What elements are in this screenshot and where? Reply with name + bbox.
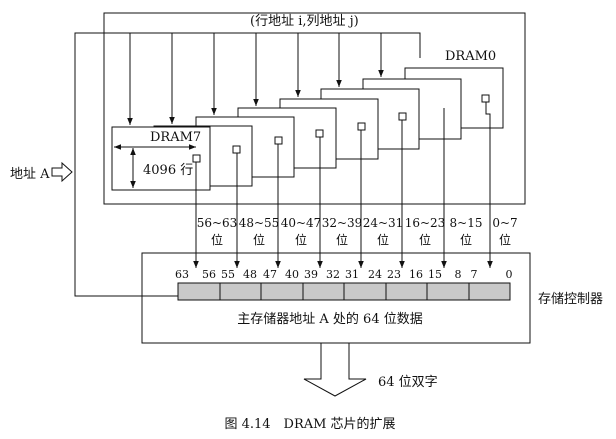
supercell-marker [315, 129, 324, 138]
chip-label-dram0: DRAM0 [445, 49, 496, 64]
output-label: 64 位双字 [378, 375, 438, 390]
bit-number: 23 [387, 268, 401, 281]
bit-group-labels: 56~63 位 48~55 位 40~47 位 32~39 位 24~31 位 … [197, 216, 518, 247]
data-lines [193, 102, 493, 268]
register-byte-cell [260, 282, 304, 301]
bit-group-unit: 位 [460, 232, 472, 247]
address-input-label: 地址 A [10, 167, 50, 182]
address-input-arrow [51, 161, 73, 183]
register-byte-cell [343, 282, 387, 301]
bit-number: 56 [202, 268, 216, 281]
bit-number: 16 [409, 268, 423, 281]
bit-number: 32 [326, 268, 340, 281]
rows-label: 4096 行 [143, 163, 193, 178]
register-byte-cell [426, 282, 470, 301]
bit-group-range: 56~63 [197, 216, 238, 230]
supercell-marker [232, 145, 241, 154]
bit-group-unit: 位 [499, 232, 511, 247]
bit-group-range: 8~15 [450, 216, 483, 230]
bit-group-unit: 位 [253, 232, 265, 247]
bit-group-unit: 位 [295, 232, 307, 247]
register-byte-cell [177, 282, 221, 301]
bit-group-range: 40~47 [281, 216, 322, 230]
bit-number: 55 [221, 268, 235, 281]
bit-group-unit: 位 [336, 232, 348, 247]
chip-array-frame [103, 12, 526, 205]
bit-number-labels: 63 56 55 48 47 40 39 32 31 24 23 16 15 8… [175, 268, 513, 281]
bit-number: 8 [455, 268, 462, 281]
bit-number: 24 [368, 268, 382, 281]
bit-number: 47 [263, 268, 277, 281]
supercell-marker [192, 154, 201, 163]
register-byte-cell [385, 282, 428, 301]
bit-group-range: 24~31 [363, 216, 404, 230]
bit-number: 7 [471, 268, 478, 281]
memory-controller-label: 存储控制器 [538, 292, 603, 307]
bit-group-range: 32~39 [322, 216, 363, 230]
memory-controller-box [141, 252, 531, 344]
register-byte-cell [468, 282, 511, 301]
supercell-marker [274, 136, 283, 145]
bit-group-range: 16~23 [405, 216, 446, 230]
bit-number: 39 [304, 268, 318, 281]
bit-number: 15 [428, 268, 442, 281]
supercell-marker [481, 94, 490, 103]
row-col-address-label: (行地址 i,列地址 j) [250, 14, 359, 29]
address-arrows [127, 33, 384, 125]
register-byte-cell [302, 282, 345, 301]
bit-number: 31 [345, 268, 359, 281]
bit-group-unit: 位 [211, 232, 223, 247]
bit-number: 48 [243, 268, 257, 281]
address-bus-line [74, 32, 421, 297]
register-byte-cell [219, 282, 262, 301]
supercell-marker [398, 112, 407, 121]
bit-group-unit: 位 [377, 232, 389, 247]
bit-group-range: 0~7 [492, 216, 517, 230]
bit-number: 40 [285, 268, 299, 281]
bit-group-unit: 位 [419, 232, 431, 247]
bit-group-range: 48~55 [239, 216, 280, 230]
bit-number: 63 [175, 268, 189, 281]
data-register [177, 282, 511, 301]
output-arrow [303, 343, 367, 397]
supercell-marker [357, 122, 366, 131]
data-line [485, 102, 493, 268]
chip-label-dram7: DRAM7 [150, 130, 201, 145]
bit-number: 0 [506, 268, 513, 281]
figure-caption: 图 4.14 DRAM 芯片的扩展 [224, 416, 395, 432]
data-description: 主存储器地址 A 处的 64 位数据 [237, 311, 422, 327]
